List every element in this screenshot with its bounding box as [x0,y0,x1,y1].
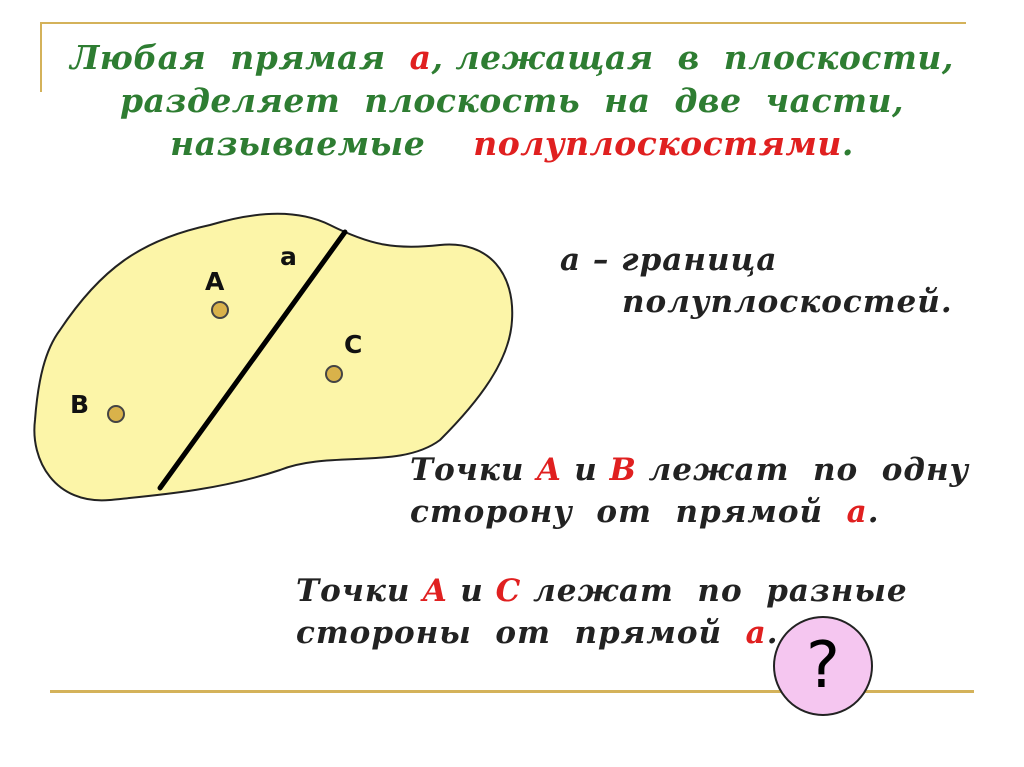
point-b-dot [107,405,125,423]
statement-1-line-1: Точки А и В лежат по одну [410,452,969,488]
statement-1-line-variable: а [846,494,868,530]
statement-2-word-3: лежат по разные [521,573,908,609]
statement-2-line-1: Точки А и С лежат по разные [296,573,908,609]
title-line-2: разделяет плоскость на две части, [119,81,905,120]
title-line-3-post: . [841,124,854,163]
line-a-label: а [280,242,297,271]
title-line-1: Любая прямая a, лежащая в плоскости, [0,38,1024,77]
left-rule [40,22,42,92]
statement-2-point-c: С [495,573,522,609]
title-line-3: называемые полуплоскостями. [0,124,1024,163]
statement-1-word-3: лежат по одну [636,452,970,488]
statement-2-word-2: и [448,573,496,609]
statement-1-point-b: В [609,452,637,488]
statement-1-line-2-post: . [867,494,880,530]
boundary-line-1: а – граница [560,242,778,278]
statement-2-line-2-pre: стороны от прямой [296,615,746,651]
title-line-variable: a [409,38,432,77]
question-button[interactable]: ? [773,616,873,716]
statement-1-line-2: сторону от прямой а. [410,494,880,530]
statement-2-point-a: А [422,573,449,609]
line-a [157,229,348,491]
statement-1-word-2: и [562,452,610,488]
top-rule [40,22,966,24]
bottom-rule [50,690,974,693]
half-planes-term: полуплоскостями [473,124,842,163]
point-c-dot [325,365,343,383]
question-mark-icon: ? [806,629,840,703]
statement-1-point-a: А [536,452,563,488]
statement-1-word-1: Точки [410,452,537,488]
boundary-line-2: полуплоскостей. [622,284,953,320]
point-a-dot [211,301,229,319]
statement-2-line-2: стороны от прямой а. [296,615,779,651]
point-b-label: B [70,390,90,419]
title-line-3-pre: называемые [170,124,474,163]
statement-2-line-2-post: . [766,615,779,651]
title-line-1-post: , лежащая в плоскости, [431,38,954,77]
statement-1-line-2-pre: сторону от прямой [410,494,847,530]
title-line-1-pre: Любая прямая [70,38,410,77]
point-a-label: A [205,267,225,296]
statement-2-word-1: Точки [296,573,423,609]
plane-region [33,212,514,502]
statement-2-line-variable: а [745,615,767,651]
point-c-label: C [344,330,363,359]
